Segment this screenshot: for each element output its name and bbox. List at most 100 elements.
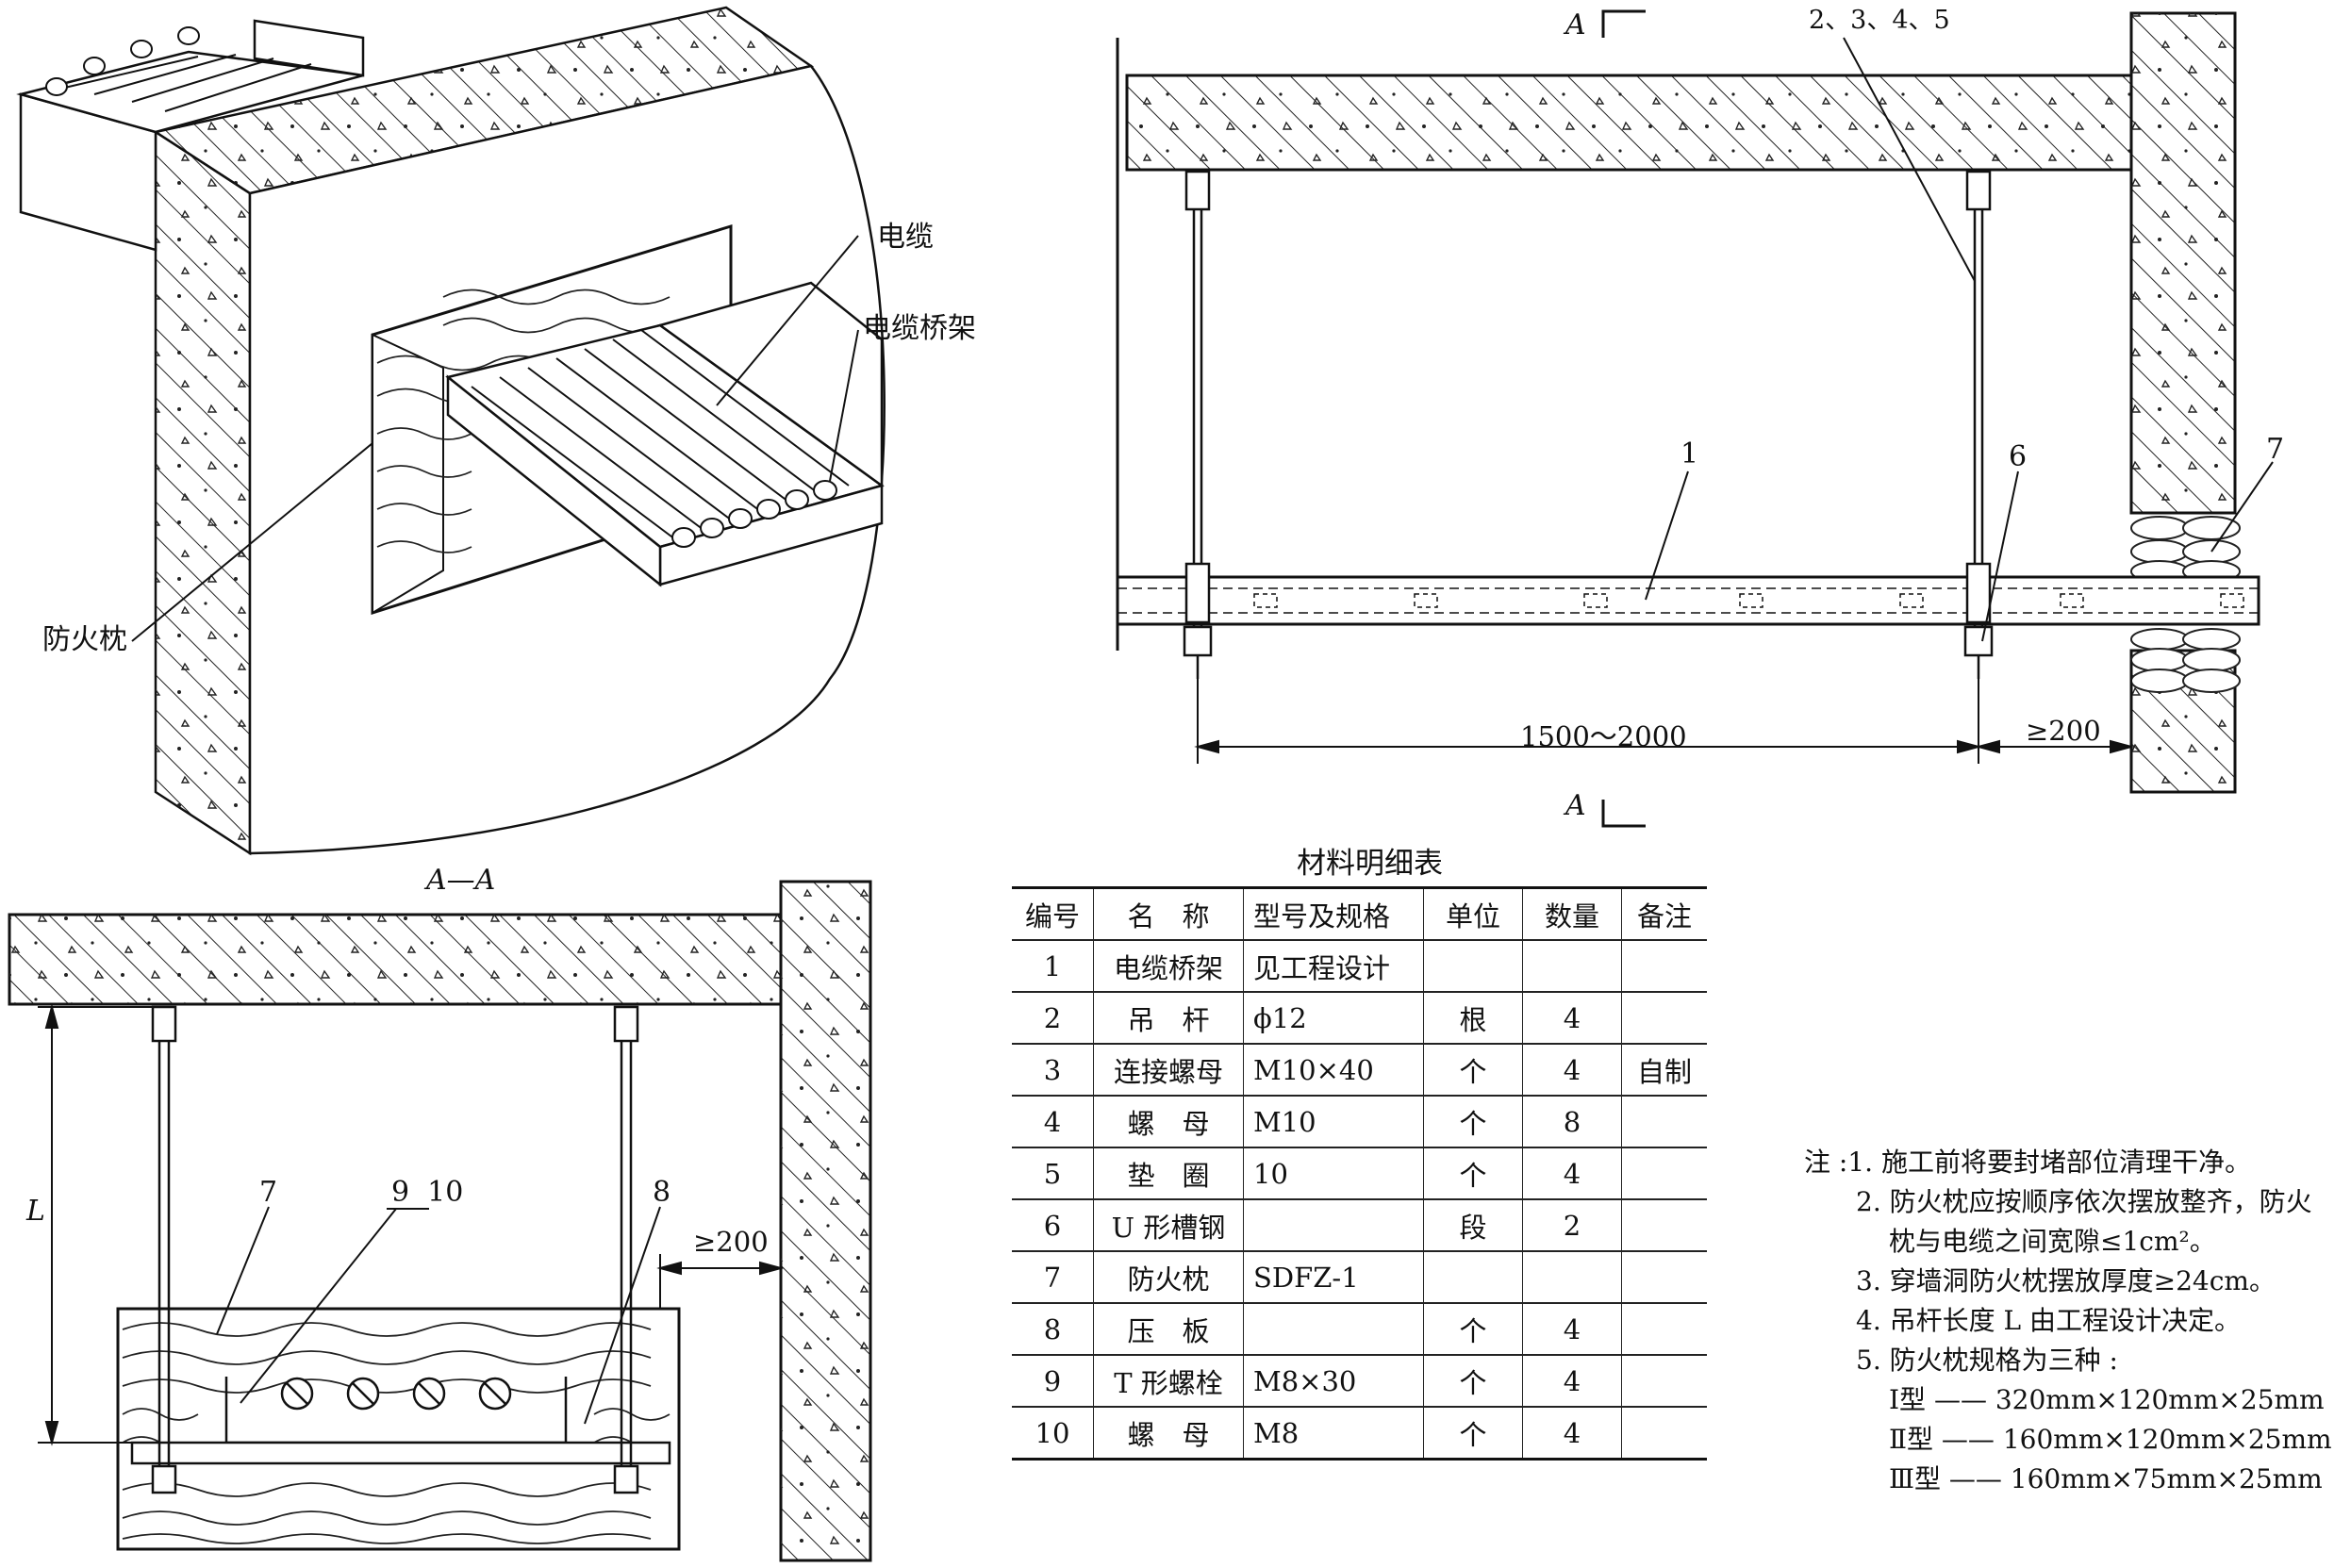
table-cell: 4 xyxy=(1522,1354,1622,1408)
label-cable: 电缆 xyxy=(877,221,934,254)
table-cell: 根 xyxy=(1423,991,1523,1045)
note-line: 枕与电缆之间宽隙≤1cm²。 xyxy=(1889,1226,2216,1257)
section-aa-view xyxy=(8,880,872,1562)
label-cable-tray: 电缆桥架 xyxy=(863,312,976,345)
table-cell xyxy=(1423,1250,1523,1304)
table-cell: 个 xyxy=(1423,1302,1523,1356)
cables-front xyxy=(471,329,850,548)
pillow-block xyxy=(116,1307,681,1551)
cables-rear xyxy=(45,26,312,112)
dimension-span: 1500～2000 xyxy=(1520,720,1687,752)
label-length-L: L xyxy=(26,1195,45,1228)
header-cell: 备注 xyxy=(1621,886,1707,941)
table-cell: 个 xyxy=(1423,1406,1523,1461)
table-cell: M8×30 xyxy=(1243,1354,1424,1408)
table-cell xyxy=(1522,939,1622,993)
header-cell: 编号 xyxy=(1012,886,1094,941)
callout-9-10: 9 10 xyxy=(391,1176,464,1209)
table-cell: 4 xyxy=(1522,1302,1622,1356)
table-cell: 个 xyxy=(1423,1147,1523,1200)
section-marker-a-top: A xyxy=(1565,8,1586,41)
table-cell: 7 xyxy=(1012,1250,1094,1304)
table-cell: 10 xyxy=(1243,1147,1424,1200)
callout-7-top: 7 xyxy=(2266,433,2285,466)
table-cell xyxy=(1621,1198,1707,1252)
tray-section xyxy=(130,1377,671,1465)
dimension-clear-top: ≥200 xyxy=(2026,715,2101,747)
table-cell: 3 xyxy=(1012,1043,1094,1097)
note-line: Ⅱ型 —— 160mm×120mm×25mm xyxy=(1889,1424,2332,1455)
table-cell: 4 xyxy=(1522,1406,1622,1461)
hanger-rods-elev xyxy=(1183,170,1994,679)
leader-tray xyxy=(829,329,859,482)
table-cell: 个 xyxy=(1423,1095,1523,1148)
table-cell xyxy=(1621,1354,1707,1408)
section-title-aa: A—A xyxy=(426,864,496,897)
table-cell: ϕ12 xyxy=(1243,991,1424,1045)
table-cell: 6 xyxy=(1012,1198,1094,1252)
tray-elev xyxy=(1116,575,2260,626)
table-cell: M8 xyxy=(1243,1406,1424,1461)
callout-6: 6 xyxy=(2009,440,2028,473)
section-marker-a-bottom: A xyxy=(1565,789,1586,822)
dimension-elev xyxy=(1194,660,2135,764)
table-cell: 9 xyxy=(1012,1354,1094,1408)
table-cell: 压 板 xyxy=(1093,1302,1244,1356)
table-cell xyxy=(1621,991,1707,1045)
table-cell xyxy=(1243,1302,1424,1356)
cable-tray-rear xyxy=(16,19,365,252)
table-cell: 8 xyxy=(1012,1302,1094,1356)
table-header-row: 编号 名 称 型号及规格 单位 数量 备注 xyxy=(1012,886,1707,941)
table-cell xyxy=(1522,1250,1622,1304)
table-cell: 吊 杆 xyxy=(1093,991,1244,1045)
table-cell xyxy=(1621,1302,1707,1356)
label-fire-pillow: 防火枕 xyxy=(42,623,127,656)
table-cell xyxy=(1621,1406,1707,1461)
table-cell: M10×40 xyxy=(1243,1043,1424,1097)
callout-1: 1 xyxy=(1680,437,1699,470)
table-cell: 4 xyxy=(1522,991,1622,1045)
note-line: 5. 防火枕规格为三种 : xyxy=(1856,1345,2118,1376)
table-cell: 2 xyxy=(1522,1198,1622,1252)
callout-8: 8 xyxy=(653,1176,671,1209)
table-cell xyxy=(1621,939,1707,993)
section-markers xyxy=(1601,9,1646,828)
header-cell: 单位 xyxy=(1423,886,1523,941)
table-cell: 5 xyxy=(1012,1147,1094,1200)
table-cell xyxy=(1621,1095,1707,1148)
table-cell: 见工程设计 xyxy=(1243,939,1424,993)
table-cell: 防火枕 xyxy=(1093,1250,1244,1304)
table-cell: 垫 圈 xyxy=(1093,1147,1244,1200)
table-cell xyxy=(1423,939,1523,993)
note-line: Ⅰ型 —— 320mm×120mm×25mm xyxy=(1889,1384,2325,1415)
dimension-clear-section: ≥200 xyxy=(693,1226,769,1258)
table-title: 材料明细表 xyxy=(1297,847,1443,881)
table-cell: 连接螺母 xyxy=(1093,1043,1244,1097)
elevation-view xyxy=(1116,9,2274,828)
isometric-view xyxy=(16,6,886,856)
table-cell: 4 xyxy=(1522,1147,1622,1200)
table-cell: 段 xyxy=(1423,1198,1523,1252)
table-cell: 螺 母 xyxy=(1093,1095,1244,1148)
table-cell: T 形螺栓 xyxy=(1093,1354,1244,1408)
table-cell xyxy=(1621,1147,1707,1200)
notes-block: 注 :1. 施工前将要封堵部位清理干净。 2. 防火枕应按顺序依次摆放整齐，防火… xyxy=(1804,1143,2332,1499)
note-line: Ⅲ型 —— 160mm×75mm×25mm xyxy=(1889,1463,2323,1494)
leader-cable xyxy=(716,235,859,406)
table-cell: 1 xyxy=(1012,939,1094,993)
table-cell: 2 xyxy=(1012,991,1094,1045)
table-cell: 4 xyxy=(1522,1043,1622,1097)
table-cell xyxy=(1621,1250,1707,1304)
